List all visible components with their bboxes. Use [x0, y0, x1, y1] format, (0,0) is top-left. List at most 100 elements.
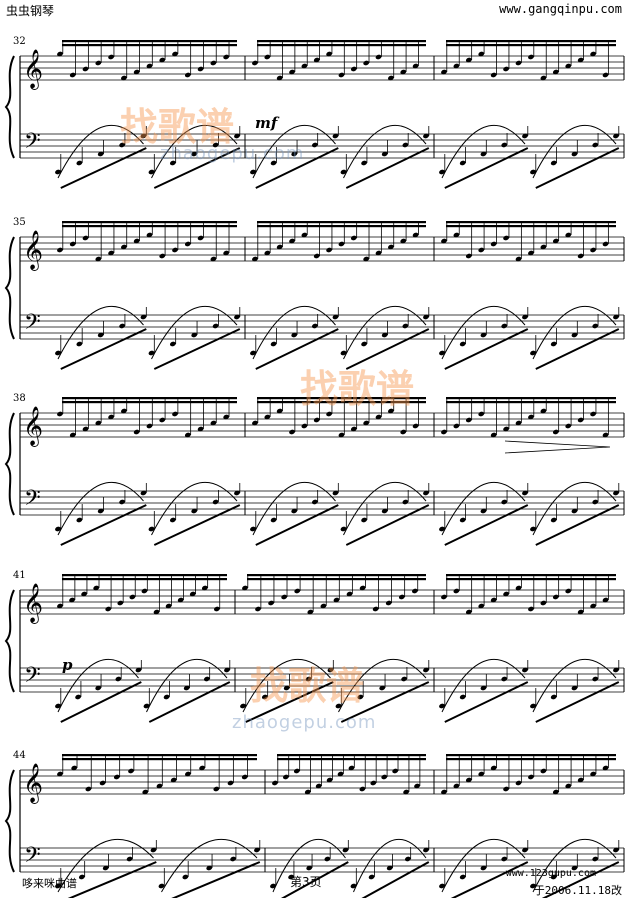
note-head — [552, 69, 559, 75]
page-number: 第3页 — [290, 875, 322, 889]
note-head — [82, 66, 89, 72]
slur — [161, 838, 258, 893]
note-head — [108, 54, 115, 60]
note-head — [283, 685, 290, 691]
note-head — [141, 588, 148, 594]
note-head — [223, 250, 230, 256]
note-head — [480, 508, 487, 514]
note-head — [158, 883, 165, 889]
note-head — [346, 591, 353, 597]
beam — [444, 504, 529, 546]
note-head — [210, 60, 217, 66]
note-head — [540, 408, 547, 414]
note-head — [99, 780, 106, 786]
note-head — [140, 314, 147, 320]
note-head — [515, 60, 522, 66]
note-head — [105, 606, 112, 612]
note-head — [361, 517, 368, 523]
note-head — [375, 414, 382, 420]
note-head — [350, 235, 357, 241]
note-head — [182, 874, 189, 880]
beam — [62, 225, 237, 228]
note-head — [565, 783, 572, 789]
note-head — [177, 597, 184, 603]
note-head — [185, 771, 191, 777]
note-head — [361, 160, 368, 166]
note-head — [550, 694, 557, 700]
note-head — [441, 789, 447, 795]
note-head — [465, 417, 472, 423]
note-head — [126, 856, 133, 862]
beam — [255, 504, 339, 546]
beam — [444, 147, 529, 189]
beam — [245, 681, 334, 723]
note-head — [480, 151, 487, 157]
note-head — [528, 606, 534, 612]
slur — [57, 838, 154, 893]
beam — [277, 754, 426, 757]
note-head — [340, 526, 347, 532]
note-head — [293, 768, 300, 774]
note-head — [93, 585, 100, 591]
note-head — [530, 703, 536, 709]
note-head — [571, 332, 578, 338]
beam — [345, 147, 430, 189]
slur — [532, 125, 617, 179]
note-head — [159, 57, 166, 63]
slur — [151, 306, 238, 360]
note-head — [135, 667, 142, 673]
note-head — [590, 603, 597, 609]
note-head — [270, 517, 277, 523]
note-head — [571, 151, 578, 157]
note-head — [57, 771, 63, 777]
note-head — [189, 591, 196, 597]
note-head — [338, 432, 345, 438]
slur — [252, 125, 336, 179]
note-head — [234, 133, 240, 139]
note-head — [412, 232, 419, 238]
beam — [62, 401, 237, 404]
note-head — [550, 874, 557, 880]
note-head — [441, 238, 447, 244]
note-head — [459, 341, 466, 347]
note-head — [550, 517, 557, 523]
note-head — [311, 499, 318, 505]
slur — [343, 125, 427, 179]
beam — [277, 758, 426, 761]
bass-clef-icon: 𝄢 — [24, 843, 41, 873]
note-head — [465, 609, 472, 615]
beam — [60, 681, 142, 723]
note-head — [590, 771, 597, 777]
note-head — [69, 241, 76, 247]
note-head — [490, 432, 497, 438]
note-head — [311, 142, 318, 148]
note-head — [478, 603, 485, 609]
note-head — [577, 417, 584, 423]
note-head — [254, 847, 260, 853]
note-head — [119, 499, 126, 505]
beam — [446, 44, 616, 47]
beam — [446, 574, 616, 577]
note-head — [392, 768, 399, 774]
slur — [252, 306, 336, 360]
note-head — [414, 783, 420, 789]
note-head — [148, 169, 155, 175]
note-head — [163, 694, 170, 700]
note-head — [412, 588, 418, 594]
note-head — [361, 341, 368, 347]
treble-clef-icon: 𝄞 — [23, 583, 43, 624]
note-head — [439, 169, 445, 175]
note-head — [404, 856, 411, 862]
note-head — [242, 585, 248, 591]
note-head — [184, 432, 191, 438]
note-head — [311, 323, 318, 329]
note-head — [439, 526, 445, 532]
note-head — [515, 780, 522, 786]
note-head — [503, 591, 510, 597]
note-head — [503, 66, 510, 72]
treble-clef-icon: 𝄞 — [23, 763, 43, 804]
note-head — [153, 609, 160, 615]
note-head — [276, 244, 283, 250]
note-head — [227, 780, 234, 786]
footer-date: 于2006.11.18改 — [533, 884, 622, 897]
